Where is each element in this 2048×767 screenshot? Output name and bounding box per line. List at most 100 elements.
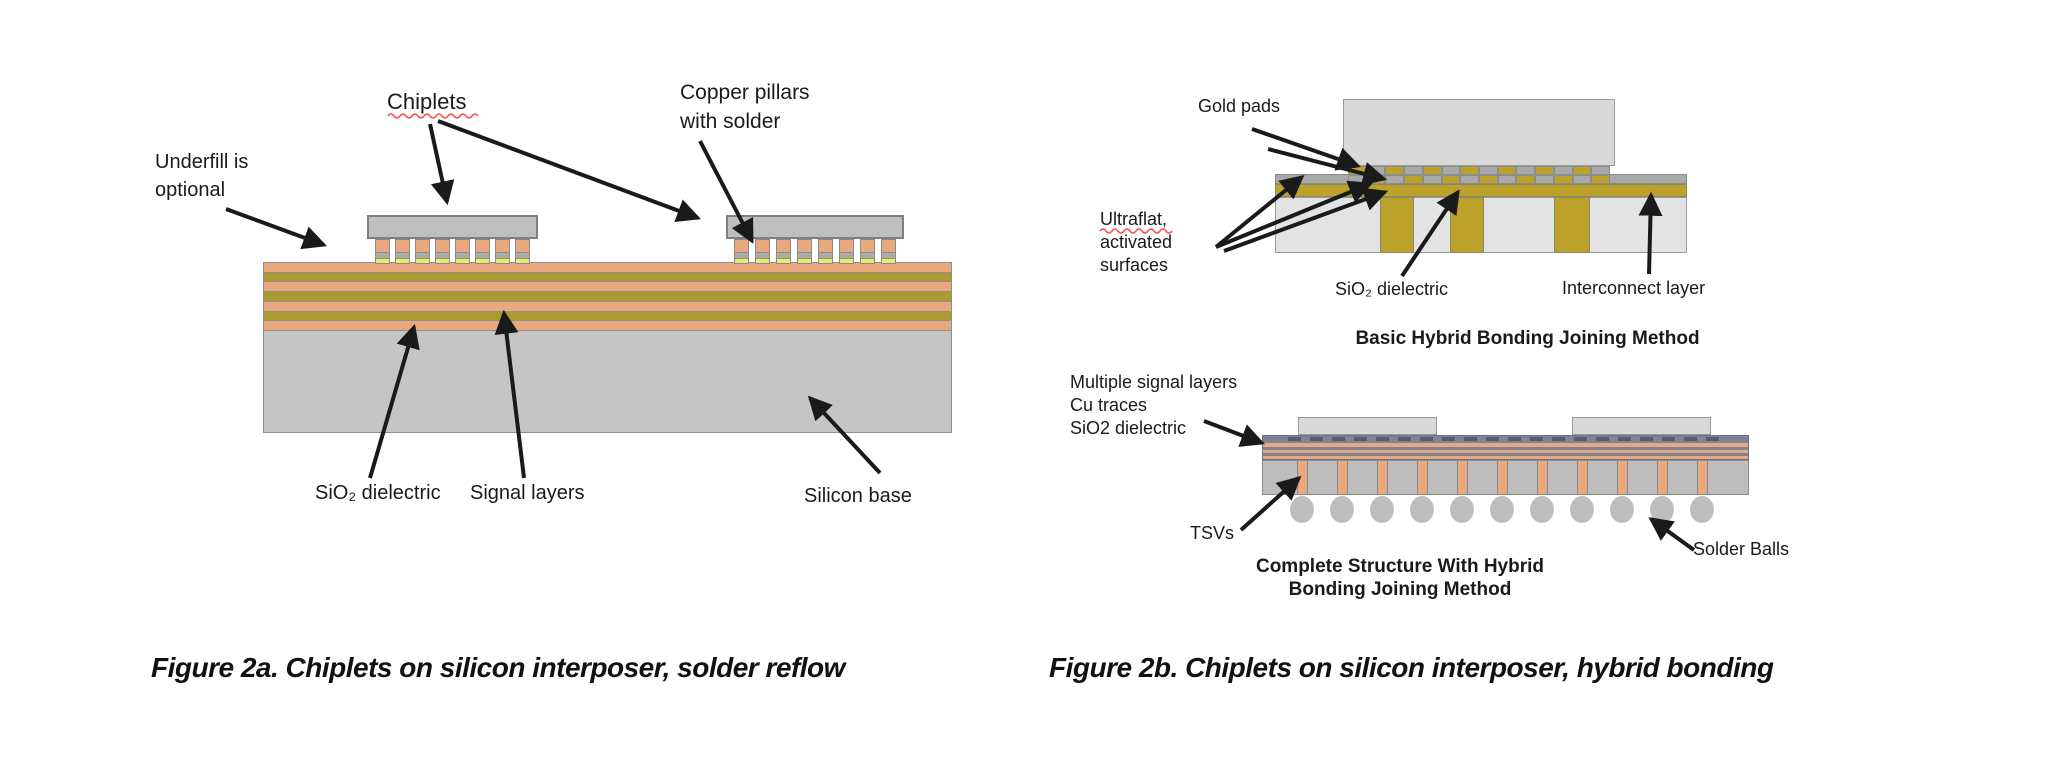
gold-pad <box>1479 175 1498 184</box>
solder-ball <box>1490 496 1514 523</box>
solder-ball <box>1370 496 1394 523</box>
copper-pillar <box>755 239 770 264</box>
cu-trace-layer <box>1263 449 1748 453</box>
label-sio2-dielectric-2b: SiO₂ dielectric <box>1335 279 1449 299</box>
gold-pad <box>1572 166 1592 175</box>
gold-pad <box>1441 175 1461 184</box>
copper-pillar <box>734 239 749 264</box>
copper-pillar <box>881 239 896 264</box>
title-complete-line2: Bonding Joining Method <box>1288 578 1512 600</box>
chiplet-2-pillar-row <box>734 239 896 264</box>
signal-layer <box>264 320 951 331</box>
copper-pillar <box>495 239 510 264</box>
oxide-pad <box>1422 175 1442 184</box>
oxide-pad <box>1366 166 1386 175</box>
dielectric-layer <box>264 271 951 282</box>
spellcheck-squiggle-chiplets <box>387 113 479 119</box>
sio2-layer <box>1263 452 1748 457</box>
solder-ball <box>1610 496 1634 523</box>
gold-pad <box>1385 166 1405 175</box>
solder-ball <box>1570 496 1594 523</box>
solder-ball <box>1650 496 1674 523</box>
bond-pad-row <box>1348 166 1611 175</box>
caption-figure-2a: Figure 2a. Chiplets on silicon interpose… <box>151 652 845 683</box>
copper-pillar <box>415 239 430 264</box>
gold-via-1 <box>1380 197 1414 253</box>
gold-pad <box>1366 175 1386 184</box>
label-copper-pillars-line1: Copper pillars <box>680 81 810 104</box>
oxide-pad <box>1516 166 1536 175</box>
gold-pad <box>1553 175 1573 184</box>
gold-pad <box>1404 175 1423 184</box>
signal-layer <box>264 281 951 292</box>
tsv <box>1417 460 1428 495</box>
copper-pillar <box>860 239 875 264</box>
tsv-base <box>1262 460 1749 495</box>
label-ultraflat-line1: Ultraflat, <box>1100 209 1168 229</box>
oxide-pad <box>1497 175 1517 184</box>
label-copper-pillars-line2: with solder <box>680 110 781 133</box>
solder-ball-row <box>1262 496 1749 523</box>
oxide-pad <box>1591 166 1611 175</box>
arrow-multi-signal <box>1203 419 1265 447</box>
copper-pillar <box>375 239 390 264</box>
tsv <box>1697 460 1708 495</box>
gold-pad <box>1535 166 1554 175</box>
dielectric-layer <box>264 310 951 321</box>
arrow-underfill <box>225 207 328 250</box>
title-complete-structure: Complete Structure With Hybrid Bonding J… <box>1240 556 1560 602</box>
label-signal-layers: Signal layers <box>470 482 585 504</box>
copper-pillar <box>435 239 450 264</box>
gold-via-3 <box>1554 197 1590 253</box>
tsv <box>1577 460 1588 495</box>
label-underfill-line1: Underfill is <box>155 151 249 173</box>
title-basic-hybrid-bonding: Basic Hybrid Bonding Joining Method <box>1355 328 1700 349</box>
gold-pad <box>1516 175 1536 184</box>
tsv <box>1297 460 1308 495</box>
copper-pillar <box>515 239 530 264</box>
copper-pillar <box>455 239 470 264</box>
title-complete-line1: Complete Structure With Hybrid <box>1255 556 1544 577</box>
oxide-pad <box>1572 175 1592 184</box>
solder-ball <box>1330 496 1354 523</box>
upper-die <box>1343 99 1615 166</box>
copper-pillar <box>818 239 833 264</box>
tsv <box>1497 460 1508 495</box>
interconnect-gold-band <box>1275 184 1687 197</box>
cu-trace-dashes <box>1288 437 1724 441</box>
label-gold-pads: Gold pads <box>1198 96 1281 116</box>
label-solder-balls: Solder Balls <box>1693 539 1790 559</box>
oxide-pad <box>1385 175 1405 184</box>
gold-pad <box>1460 166 1480 175</box>
label-multi-line2: Cu traces <box>1070 395 1148 415</box>
gold-pad <box>1497 166 1517 175</box>
label-interconnect-layer: Interconnect layer <box>1562 278 1706 298</box>
caption-figure-2b: Figure 2b. Chiplets on silicon interpose… <box>1049 652 1774 683</box>
silicon-base <box>263 330 952 433</box>
bottom-chiplet-2 <box>1572 417 1711 435</box>
sio2-layer <box>1263 447 1748 450</box>
oxide-pad <box>1460 175 1480 184</box>
solder-ball <box>1410 496 1434 523</box>
copper-pillar <box>395 239 410 264</box>
copper-pillar <box>776 239 791 264</box>
arrow-chiplets-to-chip2 <box>437 119 701 222</box>
arrow-solder-balls <box>1648 517 1696 552</box>
gold-pad <box>1591 175 1611 184</box>
solder-ball <box>1290 496 1314 523</box>
copper-pillar <box>475 239 490 264</box>
cu-trace-layer <box>1263 443 1748 448</box>
chiplet-1 <box>367 215 538 239</box>
oxide-pad <box>1535 175 1554 184</box>
tsv <box>1337 460 1348 495</box>
label-underfill-line2: optional <box>155 179 226 201</box>
copper-pillar <box>839 239 854 264</box>
oxide-pad <box>1348 175 1367 184</box>
tsv <box>1657 460 1668 495</box>
oxide-pad <box>1404 166 1423 175</box>
tsv <box>1457 460 1468 495</box>
label-sio2-dielectric: SiO₂ dielectric <box>315 482 441 504</box>
signal-layer <box>264 300 951 311</box>
tsv <box>1617 460 1628 495</box>
